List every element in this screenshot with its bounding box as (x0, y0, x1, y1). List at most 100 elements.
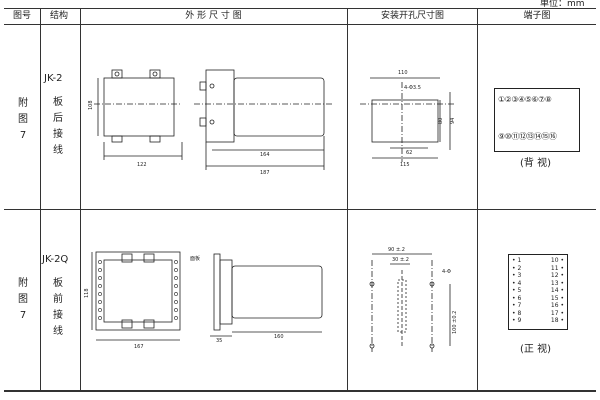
terminal-col-right: 10 • 11 • 12 • 13 • 14 • 15 • 16 • 17 • … (551, 257, 564, 325)
cutout-drawing-jk2: 110 4-Φ3.5 80 94 62 115 (360, 70, 456, 168)
terminal: ⑩ (504, 132, 512, 141)
row-divider (4, 209, 596, 210)
fig-label-row2: 附 图 7 (16, 276, 30, 324)
side-body (231, 265, 323, 319)
fig-char: 7 (19, 310, 27, 321)
cutout-dim-h: 100 ±0.2 (452, 311, 458, 334)
side-panel (213, 253, 221, 331)
terminal: • 7 (512, 302, 522, 309)
terminal-box-front: • 1 • 2 • 3 • 4 • 5 • 6 • 7 • 8 • 9 10 •… (508, 254, 568, 330)
terminal: 17 • (550, 309, 564, 317)
cutout-dim-h2: 94 (450, 118, 456, 124)
terminal: • 3 (512, 272, 522, 279)
terminal-row-bottom: ⑨⑩⑪⑫⑬⑭⑮⑯ (498, 131, 557, 142)
fig-char: 7 (19, 130, 27, 141)
top-terminal (149, 69, 161, 79)
terminal: ⑮ (541, 132, 549, 141)
header-cutout: 安装开孔尺寸图 (380, 11, 444, 21)
col-divider (40, 8, 41, 391)
terminal: • 2 (512, 264, 522, 272)
terminal: ② (504, 95, 512, 104)
fig-char: 附 (18, 278, 28, 289)
table-top-border (4, 8, 596, 9)
wiring-char: 接 (53, 129, 63, 140)
header-outline: 外 形 尺 寸 图 (185, 11, 242, 21)
terminal: ⑦ (538, 95, 545, 104)
view-label-front: (正 视) (520, 344, 551, 355)
fig-char: 图 (18, 114, 28, 125)
top-terminal (111, 69, 123, 79)
cutout-dim-h1: 80 (438, 118, 444, 124)
terminal: ⑨ (498, 132, 505, 141)
cutout-dim-w1: 62 (406, 150, 412, 156)
mount-hole (429, 343, 435, 349)
header-divider (4, 24, 596, 25)
dim-w2: 164 (260, 152, 270, 158)
dim-w2: 35 (216, 338, 222, 344)
terminal-box-back: ①②③④⑤⑥⑦⑧ ⑨⑩⑪⑫⑬⑭⑮⑯ (494, 88, 580, 152)
terminal: ⑥ (531, 95, 539, 104)
side-terminal (199, 117, 207, 127)
terminal: 10 • (550, 257, 564, 264)
terminal: ⑬ (526, 132, 534, 141)
side-flange (219, 259, 233, 325)
terminal: ⑪ (511, 132, 519, 141)
terminal: ④ (518, 95, 525, 104)
wiring-label-row1: 板 后 接 线 (51, 95, 65, 159)
terminal: ⑧ (544, 95, 552, 104)
front-panel (95, 251, 181, 331)
dim-w3: 187 (260, 170, 270, 176)
wiring-label-row2: 板 前 接 线 (51, 276, 65, 340)
dim-w1: 167 (134, 344, 144, 350)
cutout-dim-holes: 4-Φ3.5 (404, 85, 421, 91)
col-divider (347, 8, 348, 391)
mount-hole (369, 343, 375, 349)
dim-height: 118 (84, 288, 90, 298)
terminal: ① (498, 95, 505, 104)
cutout-dim-w2: 115 (400, 162, 410, 168)
terminal: • 6 (512, 294, 522, 302)
col-divider (477, 8, 478, 391)
header-terminal: 端子图 (523, 11, 551, 21)
terminal-row-top: ①②③④⑤⑥⑦⑧ (498, 95, 552, 104)
wiring-char: 后 (53, 113, 63, 124)
wiring-char: 板 (53, 97, 63, 108)
side-body (233, 77, 325, 137)
cutout-dim-holes: 4-Φ (442, 269, 451, 275)
structure-code-row2: JK-2Q (42, 254, 69, 265)
mount-hole (369, 281, 375, 287)
side-panel (205, 69, 235, 143)
wiring-char: 线 (53, 326, 63, 337)
wiring-char: 前 (53, 294, 63, 305)
cutout-rect (371, 99, 439, 143)
cutout-drawing-jk2q: 90 ±.2 30 ±.2 4-Φ 100 ±0.2 (369, 247, 458, 352)
terminal: • 4 (512, 279, 522, 287)
front-view-body (103, 77, 175, 137)
cutout-dim-width: 110 (398, 70, 408, 76)
dim-height: 108 (88, 100, 94, 110)
col-divider (80, 8, 81, 391)
fig-char: 附 (18, 98, 28, 109)
outline-drawing-jk2q: 118 167 面板 35 160 (84, 251, 323, 350)
wiring-char: 板 (53, 278, 63, 289)
terminal: 13 • (550, 279, 564, 287)
terminal: • 8 (512, 309, 522, 317)
cutout-dim-w1: 90 ±.2 (388, 247, 405, 253)
unit-label: 单位：mm (540, 0, 585, 9)
terminal-col-left: • 1 • 2 • 3 • 4 • 5 • 6 • 7 • 8 • 9 (512, 257, 521, 325)
dim-w1: 122 (137, 162, 147, 168)
terminal: ⑤ (524, 95, 532, 104)
terminal: • 1 (512, 257, 522, 264)
terminal: • 5 (512, 287, 522, 294)
terminal: 18 • (550, 317, 564, 324)
terminal: 15 • (550, 294, 564, 302)
terminal: ③ (511, 95, 519, 104)
bottom-terminal (111, 135, 123, 143)
terminal: 14 • (550, 287, 564, 294)
cutout-dim-w2: 30 ±.2 (392, 257, 409, 263)
view-label-back: (背 视) (520, 158, 551, 169)
side-terminal (199, 81, 207, 91)
wiring-char: 线 (53, 145, 63, 156)
fig-label-row1: 附 图 7 (16, 96, 30, 144)
front-panel-inner (103, 259, 173, 323)
